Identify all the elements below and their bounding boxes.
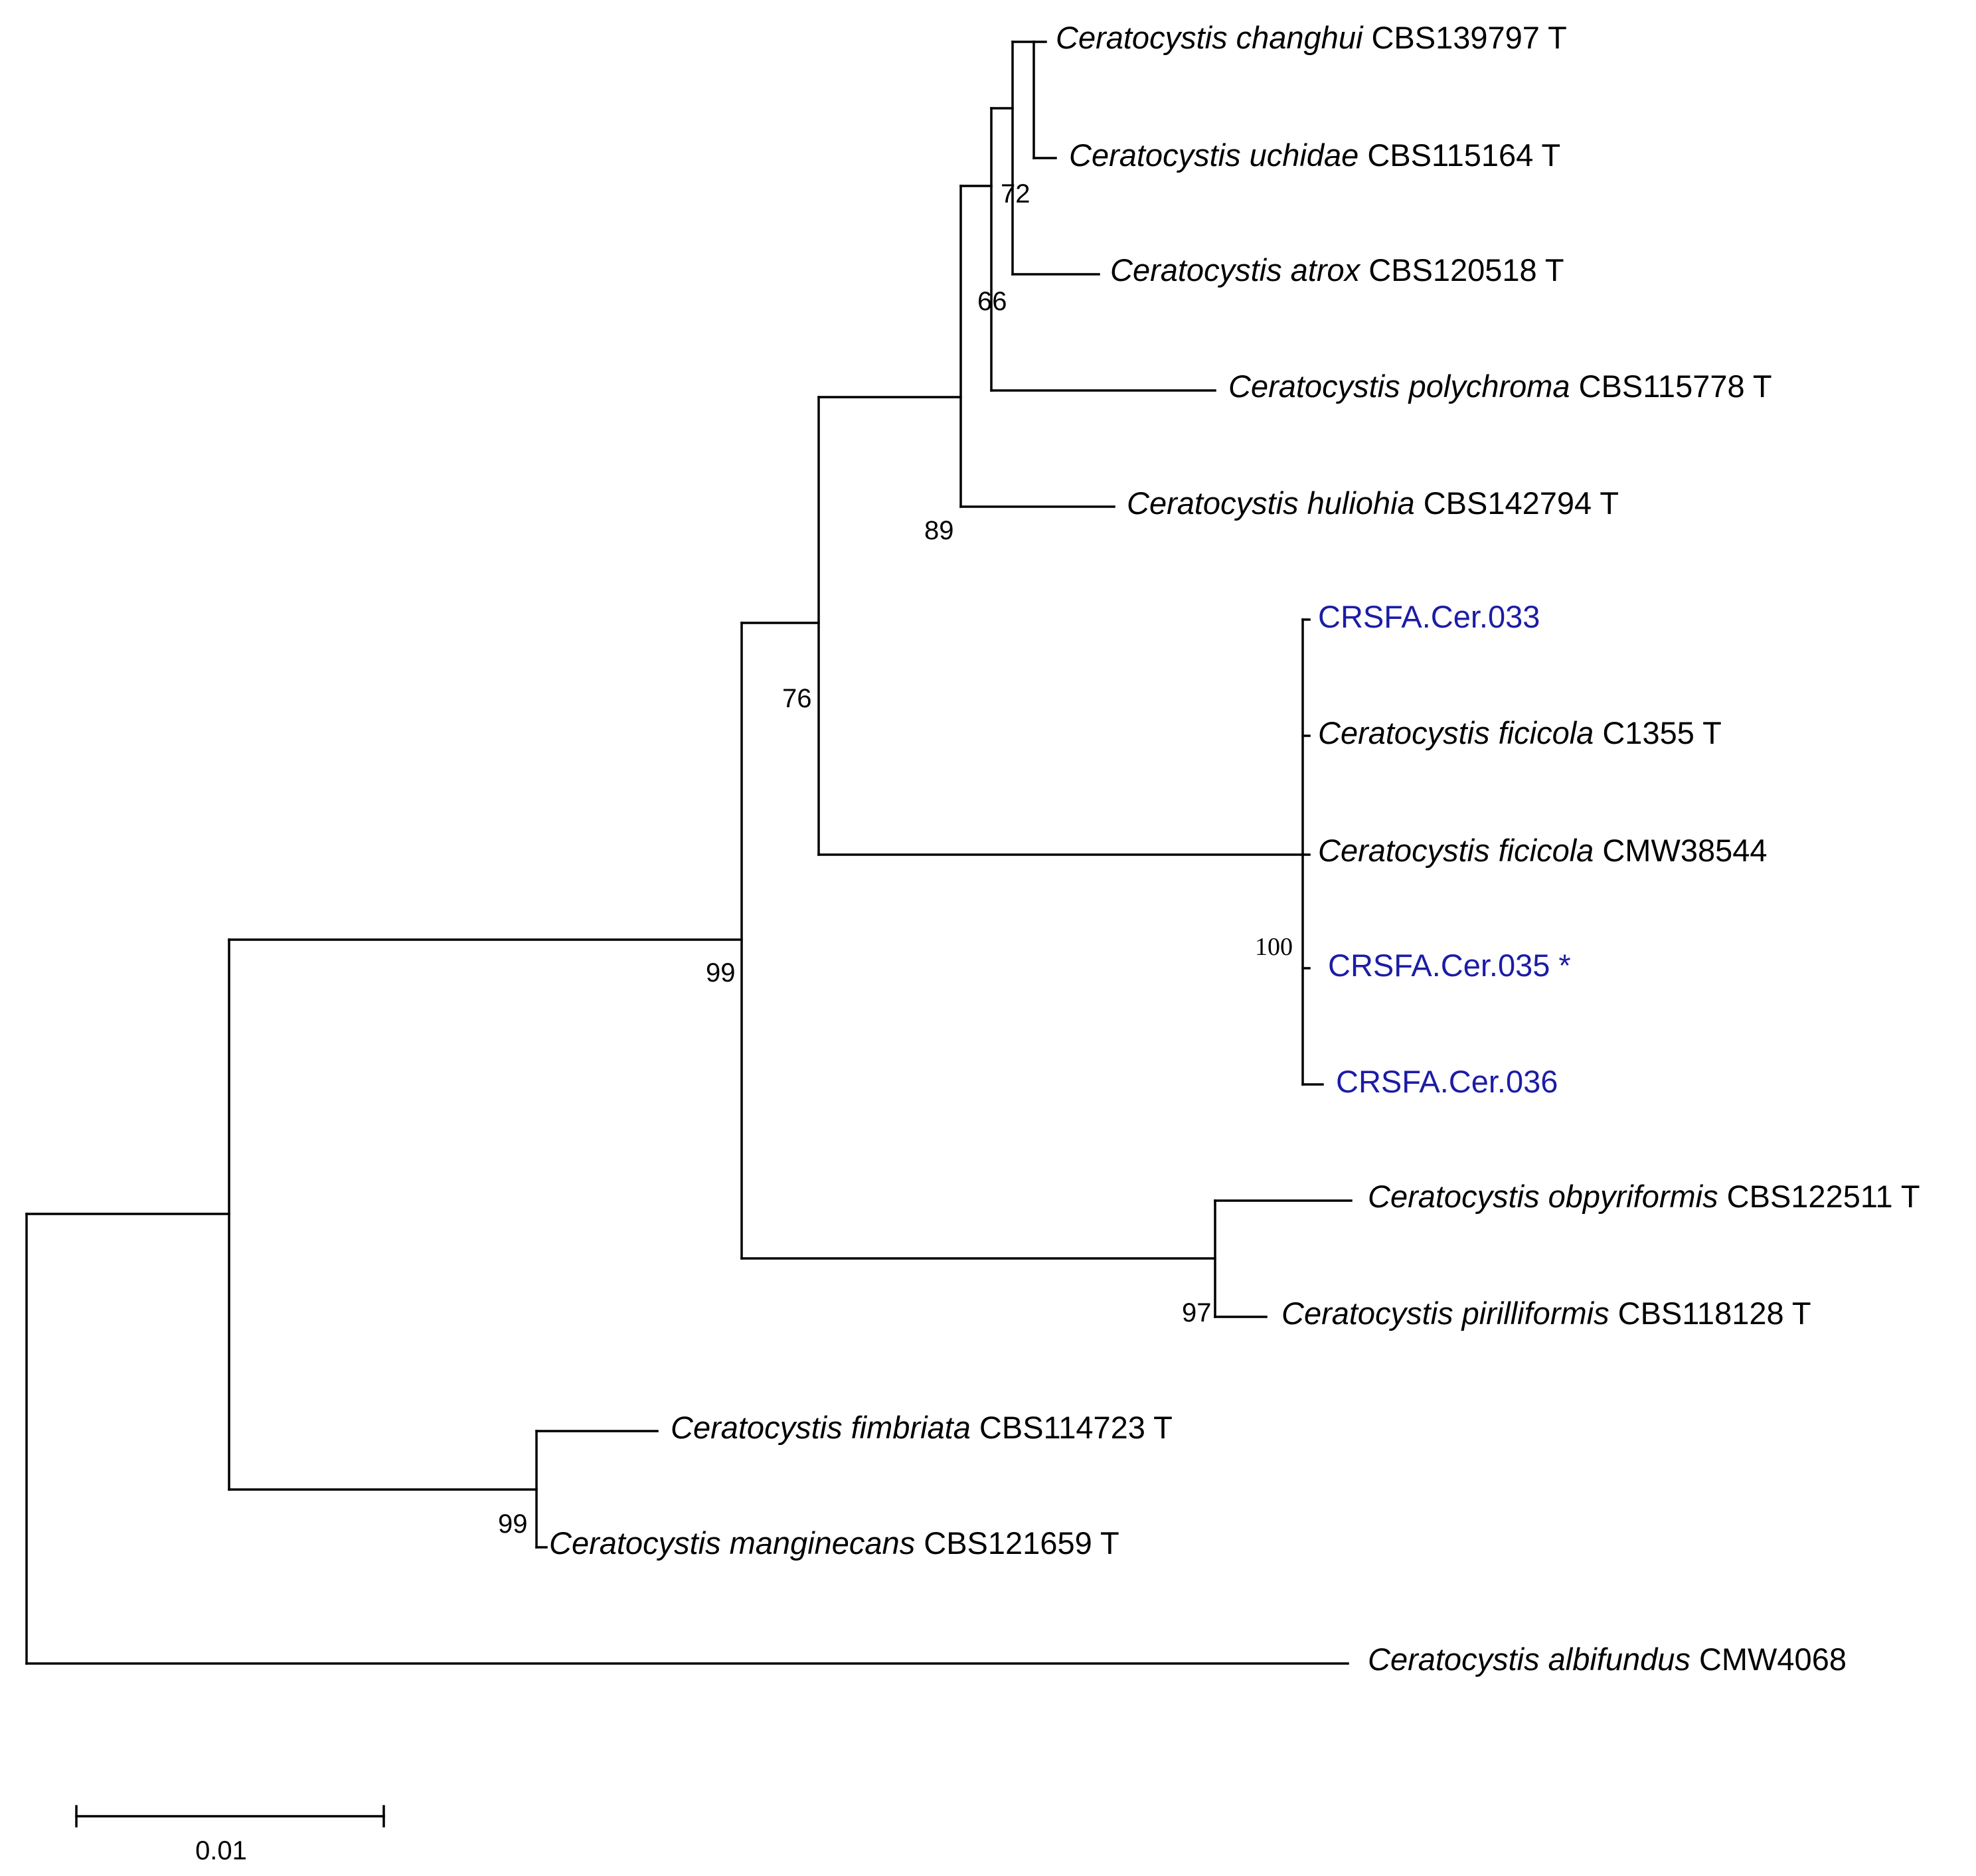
taxon-strain: CRSFA.Cer.035 * <box>1328 948 1571 983</box>
taxon-label: Ceratocystis pirilliformis CBS118128 T <box>1281 1296 1811 1331</box>
taxon-label: CRSFA.Cer.036 <box>1336 1064 1558 1099</box>
taxon-label: Ceratocystis ficicola CMW38544 <box>1318 833 1768 868</box>
taxon-species-name: Ceratocystis ficicola <box>1318 715 1594 750</box>
taxon-species-name: Ceratocystis polychroma <box>1228 369 1570 404</box>
taxon-strain: CBS114723 T <box>979 1410 1173 1445</box>
taxon-strain: CBS115778 T <box>1579 369 1772 404</box>
bootstrap-value: 76 <box>782 684 812 713</box>
taxon-strain: CBS142794 T <box>1424 485 1619 521</box>
taxon-species-name: Ceratocystis uchidae <box>1069 137 1358 173</box>
taxon-species-name: Ceratocystis fimbriata <box>671 1410 971 1445</box>
bootstrap-value: 99 <box>706 958 736 987</box>
taxon-species-name: Ceratocystis ficicola <box>1318 833 1594 868</box>
bootstrap-value: 89 <box>924 516 954 545</box>
taxon-strain: CMW38544 <box>1602 833 1767 868</box>
taxon-label: CRSFA.Cer.033 <box>1318 599 1540 634</box>
bootstrap-value: 100 <box>1255 933 1293 961</box>
taxon-species-name: Ceratocystis atrox <box>1110 252 1361 288</box>
taxon-label: Ceratocystis huliohia CBS142794 T <box>1127 485 1619 521</box>
taxon-species-name: Ceratocystis pirilliformis <box>1281 1296 1609 1331</box>
taxon-strain: CRSFA.Cer.033 <box>1318 599 1540 634</box>
taxon-species-name: Ceratocystis manginecans <box>549 1525 915 1561</box>
taxon-strain: CBS118128 T <box>1618 1296 1811 1331</box>
taxon-strain: C1355 T <box>1602 715 1721 750</box>
taxon-label: Ceratocystis uchidae CBS115164 T <box>1069 137 1560 173</box>
taxon-strain: CBS122511 T <box>1727 1179 1920 1214</box>
taxon-species-name: Ceratocystis changhui <box>1056 20 1364 55</box>
bootstrap-value: 99 <box>498 1509 528 1539</box>
taxon-strain: CBS121659 T <box>924 1525 1119 1561</box>
tree-branches <box>25 41 1353 1665</box>
scale-bar-label: 0.01 <box>195 1836 247 1865</box>
taxon-label: Ceratocystis fimbriata CBS114723 T <box>671 1410 1173 1445</box>
taxon-strain: CBS139797 T <box>1371 20 1566 55</box>
scale-bar: 0.01 <box>75 1805 385 1865</box>
taxon-species-name: Ceratocystis huliohia <box>1127 485 1415 521</box>
taxon-label: Ceratocystis ficicola C1355 T <box>1318 715 1722 750</box>
taxon-label: Ceratocystis atrox CBS120518 T <box>1110 252 1564 288</box>
bootstrap-value: 66 <box>977 287 1007 316</box>
taxon-label: Ceratocystis obpyriformis CBS122511 T <box>1368 1179 1920 1214</box>
taxon-strain: CMW4068 <box>1699 1642 1847 1677</box>
taxon-label: Ceratocystis albifundus CMW4068 <box>1368 1642 1847 1677</box>
taxon-species-name: Ceratocystis obpyriformis <box>1368 1179 1718 1214</box>
taxon-strain: CBS115164 T <box>1367 137 1560 173</box>
taxon-strain: CRSFA.Cer.036 <box>1336 1064 1558 1099</box>
taxon-labels: Ceratocystis changhui CBS139797 TCeratoc… <box>549 20 1920 1677</box>
bootstrap-value: 72 <box>1001 179 1030 209</box>
taxon-label: Ceratocystis manginecans CBS121659 T <box>549 1525 1119 1561</box>
bootstrap-values: 72 66 89 76 100 99 97 99 <box>498 179 1293 1539</box>
bootstrap-value: 97 <box>1182 1298 1212 1327</box>
taxon-label: CRSFA.Cer.035 * <box>1328 948 1571 983</box>
taxon-label: Ceratocystis polychroma CBS115778 T <box>1228 369 1772 404</box>
taxon-strain: CBS120518 T <box>1368 252 1564 288</box>
taxon-species-name: Ceratocystis albifundus <box>1368 1642 1690 1677</box>
taxon-label: Ceratocystis changhui CBS139797 T <box>1056 20 1567 55</box>
